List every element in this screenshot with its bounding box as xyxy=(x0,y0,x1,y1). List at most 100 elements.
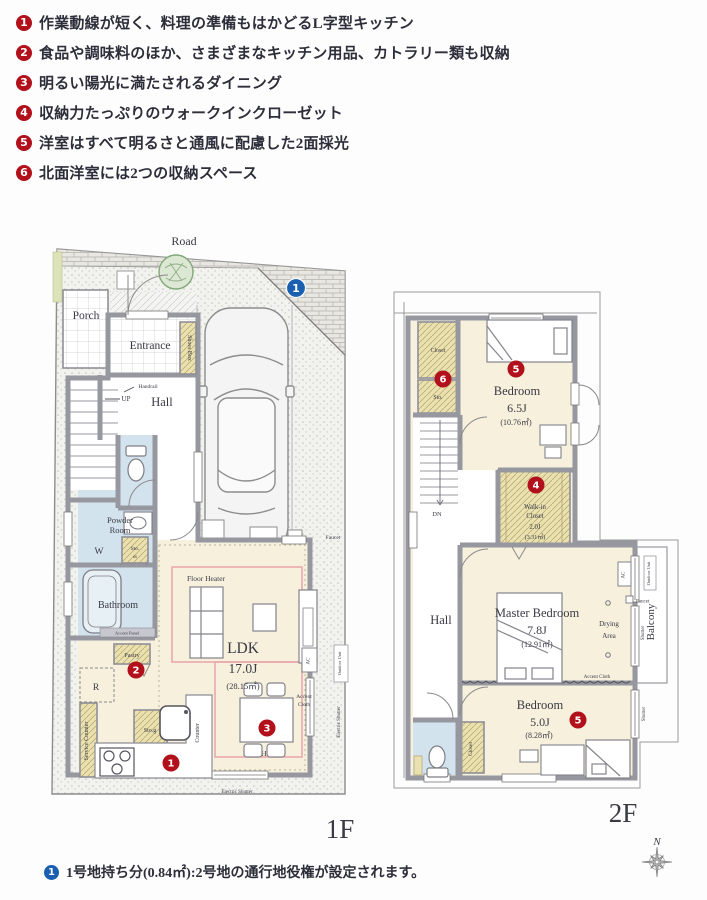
wic-corridor-floor xyxy=(460,470,498,545)
note-badge: 1 xyxy=(44,864,59,880)
feature-badge-6: 6 xyxy=(16,164,32,181)
dn-label: DN xyxy=(432,511,442,518)
svg-text:6: 6 xyxy=(440,375,447,386)
refrigerator-space xyxy=(79,667,115,703)
ldk-label: LDK xyxy=(227,640,260,657)
balcony-label: Balcony xyxy=(645,603,657,640)
master-bed xyxy=(496,592,563,684)
bathroom-label: Bathroom xyxy=(98,600,138,611)
marker-bed65: 5 xyxy=(507,360,525,378)
drying-label-2: Area xyxy=(602,632,616,640)
master-label: Master Bedroom xyxy=(495,606,580,620)
bed-50 xyxy=(585,739,631,779)
doors-2f xyxy=(426,416,527,720)
shutter-label-2: Shutter xyxy=(642,706,647,721)
feature-badge-2: 2 xyxy=(16,44,32,61)
tree xyxy=(158,254,194,290)
svg-text:1: 1 xyxy=(168,759,175,770)
svg-text:5: 5 xyxy=(513,365,520,376)
bedroom-s-area: (8.28㎡) xyxy=(525,731,553,740)
electric-shutter-label-right: Electric Shutter xyxy=(337,706,342,738)
feature-text-3: 明るい陽光に満たされるダイニング xyxy=(39,76,283,92)
stairs-2f xyxy=(420,420,458,506)
ac-unit-master xyxy=(617,561,632,587)
faucet-label-1f: Faucet xyxy=(326,535,341,541)
accent-cloth-label-2f: Accent Cloth xyxy=(584,675,611,680)
wic-size: 2.0J xyxy=(529,524,540,531)
floor-plan-1f: Road Faucet Floor Heater Floor Heat xyxy=(51,234,355,844)
svg-text:1: 1 xyxy=(292,282,300,295)
north-label: N xyxy=(652,836,661,848)
feature-badge-3: 3 xyxy=(16,74,32,91)
casement-arcs xyxy=(578,384,600,446)
feature-item-3: 3 明るい陽光に満たされるダイニング xyxy=(16,72,510,93)
svg-text:2: 2 xyxy=(133,666,140,677)
ac-label-2f: AC xyxy=(622,571,627,579)
site-easement-marker: 1 xyxy=(285,277,307,299)
fridge-label: R xyxy=(93,683,100,693)
wic-label-2: Closet xyxy=(526,513,543,520)
bed-65 xyxy=(486,319,573,363)
svg-text:3: 3 xyxy=(264,724,271,735)
floor-tag-2f: 2F xyxy=(609,798,638,828)
service-counter-label: Service Counter xyxy=(84,722,90,761)
accent-cloth-label-2: Cloth xyxy=(298,702,310,708)
drying-hooks xyxy=(605,600,611,658)
lot-diagonal xyxy=(257,267,346,356)
car xyxy=(198,307,295,553)
toilet-shelf-2f xyxy=(413,755,423,776)
stairs-treads xyxy=(68,389,118,479)
walls-1f xyxy=(65,312,313,778)
washer-label: W xyxy=(95,547,104,557)
floor-tag-1f: 1F xyxy=(326,814,355,844)
bedroom-n-label: Bedroom xyxy=(494,384,541,398)
toilet-fixture xyxy=(125,445,147,482)
wic-label-1: Walk-in xyxy=(524,504,546,511)
easement-note: 1 1号地持ち分(0.84㎡):2号地の通行地役権が設定されます。 xyxy=(44,862,425,882)
toilet-fixture-2f xyxy=(426,745,449,778)
ac-unit-1f xyxy=(301,647,318,673)
feature-text-6: 北面洋室には2つの収納スペース xyxy=(39,166,258,182)
drying-label-1: Drying xyxy=(599,620,619,628)
floor-plan-2f: Closet Sto. Bedroom 6.5J (10.76㎡) DN Wal… xyxy=(393,291,679,878)
stove xyxy=(99,747,135,777)
feature-text-2: 食品や調味料のほか、さまざまなキッチン用品、カトラリー類も収納 xyxy=(39,46,510,62)
accent-cloth-label-1: Accent xyxy=(296,694,312,700)
ac-label-1f: AC xyxy=(307,657,312,665)
bedroom-n-size: 6.5J xyxy=(507,401,527,415)
marker-closet6: 6 xyxy=(434,370,452,388)
sto-g-label: Sto.g xyxy=(144,728,157,734)
sofa xyxy=(189,586,224,659)
eave-outline xyxy=(393,291,679,789)
kitchen-sink xyxy=(159,705,191,741)
hall-floor xyxy=(100,375,198,540)
hall-stairs-floor-2f xyxy=(413,415,460,720)
svg-text:4: 4 xyxy=(533,481,540,492)
wic-shelves xyxy=(505,472,563,543)
handrail-label: Handrail xyxy=(138,384,158,390)
planting-strip xyxy=(52,251,63,303)
desk-65 xyxy=(539,424,567,459)
porch-label: Porch xyxy=(73,310,100,322)
powder-label-1: Powder xyxy=(107,515,133,525)
counter-label: Counter xyxy=(195,723,201,742)
porch xyxy=(62,289,109,369)
accent-panel-strip xyxy=(99,627,156,638)
hall-2f-label: Hall xyxy=(430,613,452,627)
master-area: (12.91㎡) xyxy=(521,640,553,649)
up-arrow xyxy=(105,386,135,400)
meter-box xyxy=(116,270,135,290)
note-text: 1号地持ち分(0.84㎡):2号地の通行地役権が設定されます。 xyxy=(66,866,426,881)
marker-dining: 3 xyxy=(258,719,276,737)
sto-ss-label-2: ss xyxy=(133,555,137,560)
outdoor-unit-box-2f xyxy=(643,555,657,591)
bedroom-s-label: Bedroom xyxy=(517,698,564,712)
outdoor-unit-label-1f-b: Outdoor Unit xyxy=(337,651,342,675)
balcony-faucet-icon xyxy=(625,595,634,604)
sto-ss-label-1: Sto. xyxy=(131,546,140,552)
shutter-label-1: Shutter xyxy=(641,625,646,640)
electric-shutter-label-bottom: Electric Shutter xyxy=(221,790,253,795)
